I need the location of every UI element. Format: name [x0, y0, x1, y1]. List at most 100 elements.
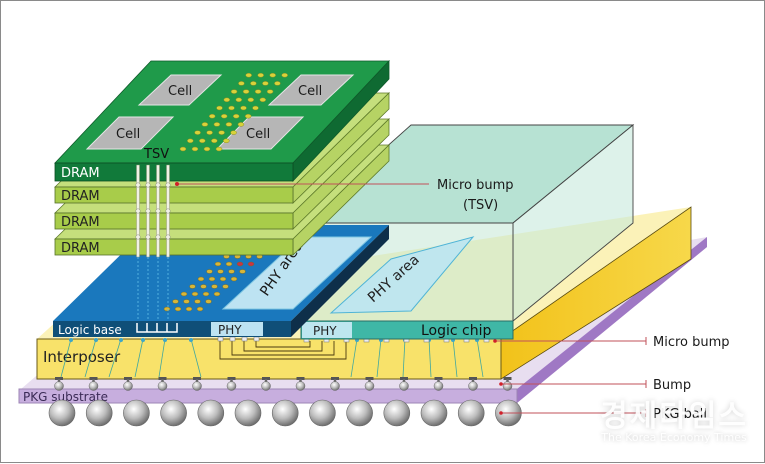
pkg-ball: [197, 399, 225, 427]
bump-dot: [206, 269, 213, 274]
tsv-dot: [194, 130, 201, 135]
bump-dot: [205, 299, 212, 304]
dram-layer-1-top: DRAM Cell Cell Cell Cell TSV: [54, 59, 390, 183]
bump: [468, 381, 478, 391]
bump-dot: [230, 276, 238, 282]
tsv-dot: [252, 105, 259, 111]
tsv-dot: [208, 113, 216, 119]
bump: [226, 381, 237, 391]
callouts: Micro bump (TSV) Micro bump Bump PKG bal…: [175, 178, 730, 422]
bump: [364, 381, 375, 391]
cell-label: Cell: [246, 127, 270, 142]
dram-tsv-array: [179, 72, 288, 152]
tsv-dot: [281, 72, 288, 78]
tsv-dot: [215, 146, 223, 152]
bump-dot: [163, 306, 171, 312]
bump-dot: [236, 261, 244, 267]
tsv-dot: [238, 81, 245, 86]
bump-dot: [180, 291, 188, 297]
bump-pad: [365, 377, 374, 380]
bump: [330, 381, 340, 391]
tsv-dot: [201, 122, 209, 127]
tsv-dot: [223, 138, 230, 144]
tsv-columns: [135, 164, 171, 319]
bump: [54, 381, 64, 391]
bump-dot: [194, 299, 201, 304]
bump-dot: [225, 261, 233, 267]
cell-block: [85, 116, 175, 150]
callout-bump: Bump: [653, 378, 691, 393]
bump-pad: [227, 377, 236, 380]
tsv-dot: [230, 89, 238, 94]
micro-bump: [119, 338, 123, 342]
bump-dot: [202, 291, 210, 297]
via-line: [376, 338, 382, 378]
interposer-label: Interposer: [43, 348, 121, 366]
tsv-dot: [225, 122, 233, 127]
pkg-ball: [383, 399, 411, 427]
tsv-dot: [266, 89, 274, 94]
tsv-dot: [262, 81, 269, 86]
tsv-dot: [211, 138, 218, 144]
dram-layer-label: DRAM: [61, 215, 100, 230]
bump-pad: [124, 377, 132, 380]
bump-row: [54, 377, 513, 391]
tsv-bump: [165, 208, 171, 214]
pkg-ball: [160, 399, 187, 427]
logic-chip-label: Logic chip: [421, 323, 492, 339]
tsv-dot: [274, 81, 281, 86]
tsv-bump: [135, 182, 141, 188]
bump: [502, 381, 513, 391]
dram-top-label: DRAM: [61, 166, 100, 181]
via-line: [350, 338, 358, 378]
bump-pad: [434, 377, 443, 380]
pkg-ball: [309, 399, 336, 427]
tsv-dot: [223, 97, 231, 103]
pkg-ball: [420, 399, 448, 427]
bump-dot: [183, 299, 190, 304]
tsv-dot: [269, 72, 276, 78]
micro-bump: [241, 336, 248, 342]
bump-dot: [213, 291, 221, 297]
bump-pad: [262, 377, 270, 380]
tsv-dot: [242, 89, 250, 94]
via-line: [476, 338, 484, 378]
micro-bump: [94, 338, 98, 342]
cell-block: [267, 74, 355, 106]
bump-dot: [219, 276, 227, 282]
tsv-label: TSV: [143, 147, 169, 162]
tsv-bump: [155, 208, 161, 214]
tsv-dot: [240, 105, 247, 111]
bump: [295, 381, 306, 391]
tsv-dot: [259, 97, 267, 103]
bump: [88, 381, 99, 391]
micro-bump: [69, 338, 73, 342]
via-line: [402, 338, 406, 378]
micro-bump: [163, 338, 167, 342]
micro-bump: [229, 336, 236, 342]
cell-block: [137, 74, 223, 106]
via-line: [452, 338, 458, 378]
tsv-dot: [235, 97, 243, 103]
bump-dot: [214, 261, 222, 267]
logic-base-label: Logic base: [58, 323, 122, 337]
logic-base-bump-array: [163, 254, 263, 312]
tsv-dot: [203, 146, 211, 152]
pkg-substrate-label: PKG substrate: [23, 390, 108, 404]
bump-pad: [193, 377, 201, 380]
bump: [157, 381, 168, 391]
tsv-bump: [145, 182, 151, 188]
tsv-dot: [199, 138, 206, 144]
tsv-bump: [145, 234, 151, 240]
bump-dot: [239, 269, 246, 274]
callout-micro-bump: Micro bump: [653, 335, 730, 350]
dram-layer-label: DRAM: [61, 241, 100, 256]
bump-dot: [222, 284, 229, 289]
cell-label: Cell: [168, 84, 192, 99]
cell-label: Cell: [298, 84, 322, 99]
pkg-ball: [85, 399, 113, 427]
via-line: [60, 338, 72, 378]
tsv-dot: [228, 105, 235, 111]
